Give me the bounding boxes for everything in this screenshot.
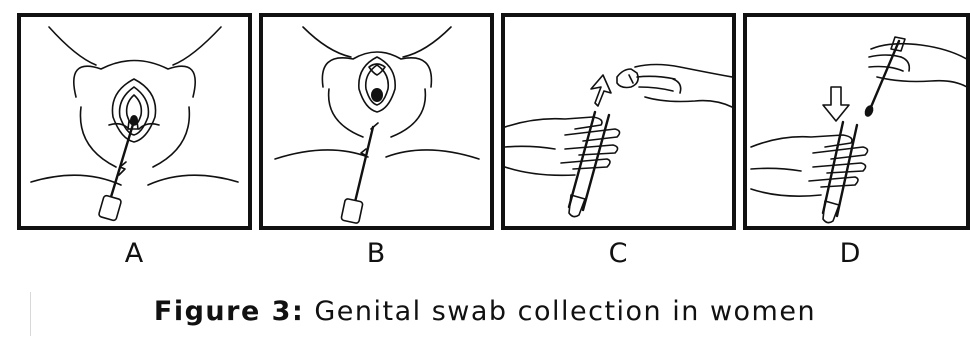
figure-caption-prefix: Figure 3: <box>154 296 304 327</box>
swab-removal-illustration-b <box>263 17 490 226</box>
panel-label-c: C <box>588 238 648 269</box>
figure-caption-text: Genital swab collection in women <box>304 296 816 327</box>
panel-label-b: B <box>346 238 406 269</box>
figure-caption: Figure 3: Genital swab collection in wom… <box>0 296 970 327</box>
swab-into-tube-illustration-d <box>747 17 970 226</box>
panel-d-illustration <box>743 13 970 230</box>
panel-label-a: A <box>104 238 164 269</box>
panel-label-d: D <box>820 238 880 269</box>
panel-c-illustration <box>501 13 736 230</box>
panel-b-illustration <box>259 13 494 230</box>
panel-a-illustration <box>17 13 252 230</box>
swab-insertion-illustration-a <box>21 17 248 226</box>
tube-cap-removal-illustration-c <box>505 17 732 226</box>
